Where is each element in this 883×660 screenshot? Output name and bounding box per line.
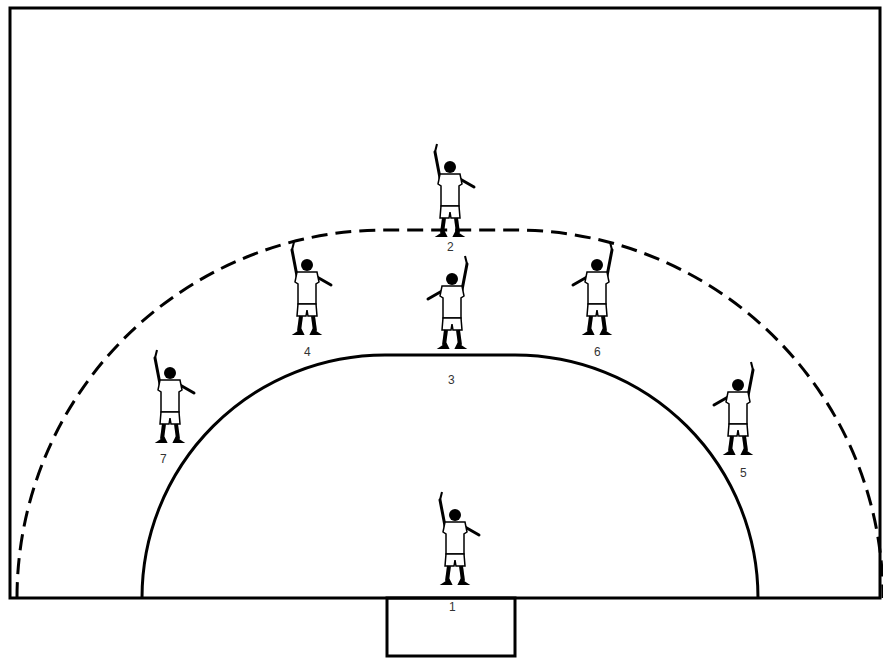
callout-number: 5 — [740, 466, 747, 480]
referee-figure — [155, 350, 194, 442]
referee-figure — [714, 362, 753, 454]
callout-number: 7 — [160, 452, 167, 466]
referee-figure — [435, 144, 474, 236]
referee-figure — [573, 242, 612, 334]
callout-number: 6 — [594, 345, 601, 359]
callout-number: 4 — [304, 345, 311, 359]
callout-number: 3 — [448, 373, 455, 387]
referee-figure — [428, 256, 467, 348]
referee-figure — [440, 492, 479, 584]
callout-number: 2 — [447, 240, 454, 254]
callout-number: 1 — [449, 600, 456, 614]
referee-figure — [292, 242, 331, 334]
